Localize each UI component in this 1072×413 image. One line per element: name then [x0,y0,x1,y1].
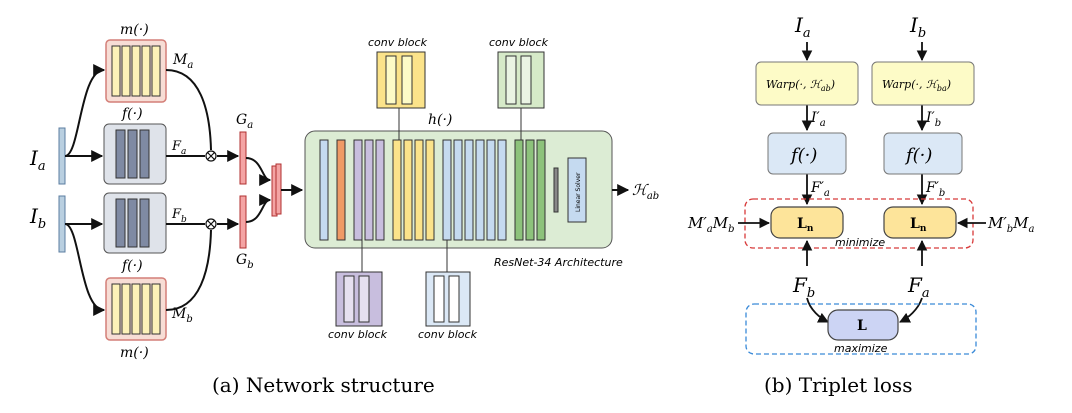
input-arrows [64,64,240,316]
f-a-box [767,132,847,175]
input-b-bar [58,195,66,253]
feat-b-label: Fb [171,207,187,225]
conv-block-top2 [497,51,545,109]
triplet-loss-panel: Ia Ib Warp(·, ℋab) Warp(·, ℋba) I′a I′b … [687,13,1035,397]
mask-block-top [105,39,167,103]
fb-label: Fb [792,273,815,301]
caption-a: (a) Network structure [212,373,435,397]
input-b-label: Ib [29,204,46,232]
mask-right-label: M′bMa [987,214,1035,235]
concat-block [271,163,282,217]
feature-block-bottom [103,192,167,254]
conv-block-top1 [376,51,426,109]
minimize-label: minimize [835,236,885,249]
conv-block-top1-label: conv block [368,36,428,49]
input-a-label: Ia [29,146,46,174]
ln-left-node [770,206,844,239]
arch-label: ResNet-34 Architecture [494,256,623,269]
g-b-label: Gb [236,252,254,271]
linear-solver-label: Linear Solver [575,172,582,212]
network-structure-panel: Ia Ib m(·) Ma f(·) Fa Fb f [29,22,659,397]
t-input-b-label: Ib [909,13,926,41]
warp-a-box [755,61,859,106]
warped-a-label: I′a [810,110,826,129]
ln-right-node [883,206,957,239]
mask-a-label: Ma [172,52,193,71]
f-b-label: f(·) [904,145,932,166]
feat-fn-top-label: f(·) [121,106,143,122]
h-fn-label: h(·) [428,112,452,128]
mask-fn-bottom-label: m(·) [120,345,149,361]
maximize-region [745,303,977,355]
g-a-label: Ga [236,112,253,131]
l-label: L [857,318,867,334]
feat-a-label: Fa [171,139,186,157]
f-b-box [883,132,963,175]
ln-right-label: Ln [910,216,927,234]
concat-arrows [245,157,304,223]
warped-b-label: I′b [925,110,941,129]
conv-block-bottom1 [335,271,383,327]
resnet-layers [319,139,587,241]
warp-a-label: Warp(·, ℋab) [766,78,835,93]
maximize-label: maximize [834,342,888,355]
t-input-a-label: Ia [794,13,811,41]
feat-fn-bottom-label: f(·) [121,258,143,274]
ln-left-label: Ln [797,216,814,234]
feat-a-prime-label: F′a [810,180,830,199]
mask-left-label: M′aMb [687,214,735,235]
t-feature-arrows [801,239,928,323]
feature-block-top [103,123,167,185]
caption-b: (b) Triplet loss [764,373,912,397]
input-a-bar [58,127,66,185]
g-b-bar [239,195,247,249]
l-node [827,309,899,341]
f-a-label: f(·) [789,145,817,166]
fa-label: Fa [907,273,930,301]
feat-b-prime-label: F′b [925,180,945,199]
conv-block-top2-label: conv block [489,36,549,49]
g-a-bar [239,131,247,185]
conv-block-bottom2 [425,271,471,327]
warp-b-label: Warp(·, ℋba) [882,78,951,93]
output-label: ℋab [632,181,659,202]
mask-fn-top-label: m(·) [120,22,149,38]
mask-block-bottom [105,277,167,341]
multiply-node-a [205,150,217,162]
conv-block-bottom2-label: conv block [418,328,478,341]
warp-b-box [871,61,975,106]
multiply-node-b [205,218,217,230]
conv-block-bottom1-label: conv block [328,328,388,341]
